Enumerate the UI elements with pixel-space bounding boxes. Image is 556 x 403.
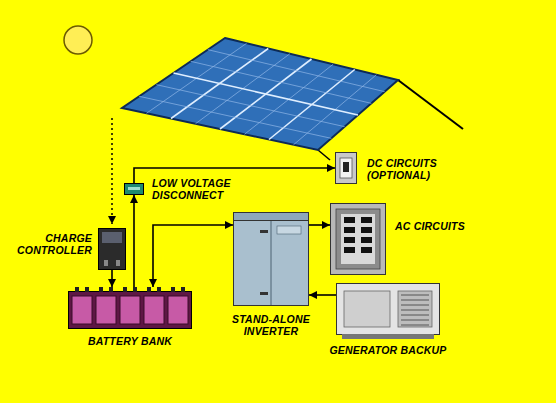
panel-grid-line bbox=[208, 50, 385, 92]
component-label: DC CIRCUITS (OPTIONAL) bbox=[367, 157, 459, 181]
roof-line bbox=[318, 150, 330, 160]
ac-breaker-panel-shape bbox=[330, 203, 386, 275]
component-label: LOW VOLTAGE DISCONNECT bbox=[152, 177, 256, 201]
component-label: CHARGE CONTROLLER bbox=[14, 232, 92, 256]
generator: GENERATOR BACKUP bbox=[336, 283, 440, 339]
inverter-cabinet-shape bbox=[233, 212, 309, 306]
ac-breaker-panel: AC CIRCUITS bbox=[330, 203, 386, 275]
dc-circuit-panel-shape bbox=[335, 152, 357, 184]
charge-controller: CHARGE CONTROLLER bbox=[98, 228, 126, 270]
component-label: BATTERY BANK bbox=[68, 335, 192, 347]
low-voltage-disconnect-shape bbox=[124, 183, 144, 195]
grille-line bbox=[401, 310, 429, 311]
generator-shape bbox=[336, 283, 440, 339]
grille-line bbox=[401, 325, 429, 326]
grille-line bbox=[401, 305, 429, 306]
panel-grid-line bbox=[139, 96, 331, 138]
sun bbox=[64, 26, 92, 54]
low-voltage-disconnect: LOW VOLTAGE DISCONNECT bbox=[124, 183, 144, 195]
panel-grid bbox=[139, 43, 384, 145]
solar-panel bbox=[122, 38, 398, 150]
grille-line bbox=[401, 300, 429, 301]
panel-grid-line bbox=[174, 73, 359, 115]
component-label: GENERATOR BACKUP bbox=[316, 344, 460, 356]
grille-line bbox=[401, 315, 429, 316]
roof-line bbox=[398, 80, 463, 129]
wire-arrow bbox=[153, 225, 233, 287]
component-label: STAND-ALONE INVERTER bbox=[219, 313, 323, 337]
wire-arrow bbox=[309, 294, 336, 296]
inverter-cabinet: STAND-ALONE INVERTER bbox=[233, 212, 309, 306]
wire-arrow bbox=[309, 224, 330, 226]
grille-line bbox=[401, 295, 429, 296]
dc-circuit-panel: DC CIRCUITS (OPTIONAL) bbox=[335, 152, 357, 184]
wire-arrow bbox=[133, 195, 135, 287]
component-label: AC CIRCUITS bbox=[395, 220, 505, 232]
wire-arrow bbox=[111, 270, 113, 287]
grille-line bbox=[401, 320, 429, 321]
battery-bank-shape bbox=[68, 287, 192, 329]
charge-controller-shape bbox=[98, 228, 126, 270]
sunlight-arrow bbox=[111, 118, 113, 224]
battery-bank: BATTERY BANK bbox=[68, 287, 192, 329]
